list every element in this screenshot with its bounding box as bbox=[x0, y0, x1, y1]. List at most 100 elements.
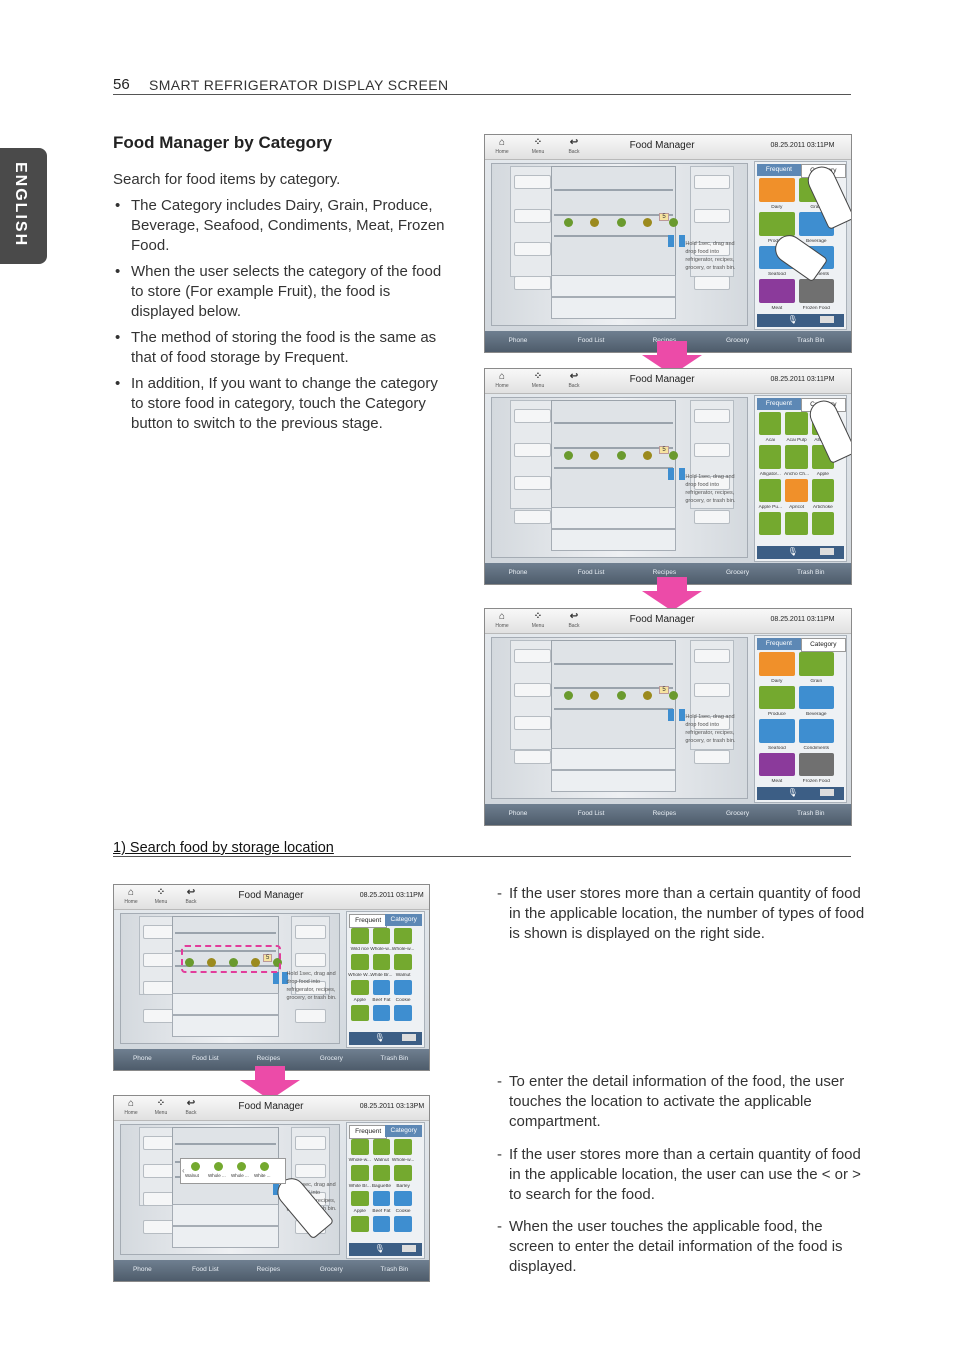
microphone-icon[interactable]: 🎙 bbox=[374, 1244, 385, 1253]
bottom-nav-2[interactable]: Recipes bbox=[652, 810, 677, 817]
food-category-item[interactable]: Whole-w... bbox=[370, 928, 393, 952]
bottom-nav-1[interactable]: Food List bbox=[577, 337, 605, 344]
main-compartment[interactable]: 5 bbox=[171, 916, 282, 995]
bottom-nav-3[interactable]: Grocery bbox=[319, 1266, 343, 1273]
food-category-item[interactable] bbox=[394, 1005, 412, 1029]
back-button[interactable]: ↩Back bbox=[176, 886, 206, 905]
right-door[interactable] bbox=[689, 640, 735, 764]
home-button[interactable]: ⌂Home bbox=[116, 1097, 146, 1116]
bottom-nav-0[interactable]: Phone bbox=[508, 810, 528, 817]
freezer-drawer[interactable] bbox=[171, 1015, 280, 1037]
right-door[interactable] bbox=[291, 916, 330, 1023]
food-category-item[interactable]: Alligator... bbox=[759, 445, 782, 477]
left-door[interactable] bbox=[510, 400, 555, 524]
food-item-icon[interactable] bbox=[250, 958, 260, 968]
food-category-item[interactable]: Beverage bbox=[798, 685, 834, 717]
food-item-icon[interactable] bbox=[206, 958, 216, 968]
home-button[interactable]: ⌂Home bbox=[116, 886, 146, 905]
home-button[interactable]: ⌂Home bbox=[487, 370, 517, 389]
back-button[interactable]: ↩Back bbox=[559, 370, 589, 389]
microphone-icon[interactable]: 🎙 bbox=[374, 1033, 385, 1042]
tab-category[interactable]: Category bbox=[385, 914, 422, 926]
food-category-item[interactable]: Walnut bbox=[372, 1139, 391, 1163]
bottom-nav-1[interactable]: Food List bbox=[577, 810, 605, 817]
prev-arrow-icon[interactable]: ‹ bbox=[182, 1166, 185, 1175]
tab-frequent[interactable]: Frequent bbox=[348, 914, 388, 928]
microphone-icon[interactable]: 🎙 bbox=[787, 547, 798, 556]
food-category-item[interactable]: Grain bbox=[798, 652, 834, 684]
food-item-icon[interactable] bbox=[191, 1162, 200, 1171]
food-item-icon[interactable] bbox=[616, 451, 626, 461]
food-category-item[interactable]: Wild rice bbox=[351, 928, 369, 952]
food-item-icon[interactable] bbox=[590, 691, 600, 701]
freezer-drawer[interactable] bbox=[550, 275, 676, 297]
food-category-item[interactable]: Cookie bbox=[394, 979, 412, 1003]
food-category-item[interactable]: Meat bbox=[759, 752, 795, 784]
food-category-item[interactable]: White Br... bbox=[349, 1164, 371, 1189]
food-category-item[interactable] bbox=[372, 1005, 391, 1029]
freezer-drawer[interactable] bbox=[171, 993, 280, 1015]
food-category-item[interactable]: Whole-w... bbox=[392, 928, 414, 952]
menu-button[interactable]: ⁘Menu bbox=[146, 886, 176, 905]
bottom-nav-3[interactable]: Grocery bbox=[725, 810, 750, 817]
bottom-nav-4[interactable]: Trash Bin bbox=[796, 337, 825, 344]
food-item-icon[interactable] bbox=[616, 217, 626, 227]
freezer-drawer[interactable] bbox=[550, 529, 676, 551]
bottom-nav-0[interactable]: Phone bbox=[508, 569, 528, 576]
keyboard-icon[interactable] bbox=[819, 789, 834, 796]
food-category-item[interactable]: Acai bbox=[759, 412, 782, 443]
food-category-item[interactable] bbox=[759, 511, 782, 543]
freezer-drawer[interactable] bbox=[171, 1204, 280, 1226]
food-category-item[interactable] bbox=[785, 511, 808, 543]
back-button[interactable]: ↩Back bbox=[559, 136, 589, 155]
food-category-item[interactable]: Whole-w... bbox=[349, 1139, 371, 1163]
food-item-icon[interactable] bbox=[184, 958, 194, 968]
food-category-item[interactable]: White Br... bbox=[370, 953, 393, 978]
bottom-nav-3[interactable]: Grocery bbox=[319, 1055, 343, 1062]
menu-button[interactable]: ⁘Menu bbox=[146, 1097, 176, 1116]
food-item-icon[interactable] bbox=[272, 958, 282, 968]
food-category-item[interactable]: Seafood bbox=[759, 719, 795, 751]
tab-category[interactable]: Category bbox=[800, 638, 846, 652]
bottom-nav-3[interactable]: Grocery bbox=[725, 337, 750, 344]
bottom-nav-4[interactable]: Trash Bin bbox=[796, 810, 825, 817]
food-item-icon[interactable] bbox=[563, 217, 573, 227]
bottom-nav-2[interactable]: Recipes bbox=[652, 337, 677, 344]
microphone-icon[interactable]: 🎙 bbox=[787, 315, 798, 324]
menu-button[interactable]: ⁘Menu bbox=[523, 136, 553, 155]
food-category-item[interactable]: Cookie bbox=[394, 1190, 412, 1214]
food-category-item[interactable]: Baguette bbox=[372, 1164, 391, 1189]
food-item-icon[interactable] bbox=[214, 1162, 223, 1171]
food-category-item[interactable]: Barley bbox=[394, 1164, 412, 1189]
food-category-item[interactable]: Apple bbox=[350, 979, 369, 1003]
food-category-item[interactable] bbox=[350, 1005, 369, 1029]
food-category-item[interactable] bbox=[350, 1216, 369, 1240]
food-category-item[interactable]: Beef Fat bbox=[372, 979, 391, 1003]
food-item-icon[interactable] bbox=[590, 217, 600, 227]
bottom-nav-0[interactable]: Phone bbox=[132, 1055, 152, 1062]
bottom-nav-2[interactable]: Recipes bbox=[652, 569, 677, 576]
bottom-nav-4[interactable]: Trash Bin bbox=[796, 569, 825, 576]
home-button[interactable]: ⌂Home bbox=[487, 136, 517, 155]
food-category-item[interactable]: Walnut bbox=[394, 953, 412, 978]
keyboard-icon[interactable] bbox=[401, 1245, 416, 1252]
left-door[interactable] bbox=[510, 166, 555, 290]
food-item-icon[interactable] bbox=[669, 691, 679, 701]
food-category-item[interactable]: Meat bbox=[759, 279, 795, 311]
food-item-icon[interactable] bbox=[260, 1162, 269, 1171]
food-category-item[interactable] bbox=[811, 511, 834, 543]
food-item-icon[interactable] bbox=[642, 691, 652, 701]
home-button[interactable]: ⌂Home bbox=[487, 610, 517, 629]
food-category-item[interactable]: Produce bbox=[759, 685, 795, 717]
food-category-item[interactable]: Frozen Food bbox=[798, 752, 834, 784]
freezer-drawer[interactable] bbox=[550, 748, 676, 770]
food-category-item[interactable]: Apricot bbox=[785, 478, 808, 510]
food-category-item[interactable]: Whole-w... bbox=[392, 1139, 414, 1163]
bottom-nav-1[interactable]: Food List bbox=[577, 569, 605, 576]
food-category-item[interactable]: Artichoke bbox=[811, 478, 834, 510]
food-item-icon[interactable] bbox=[228, 958, 238, 968]
left-door[interactable] bbox=[510, 640, 555, 764]
keyboard-icon[interactable] bbox=[401, 1034, 416, 1041]
food-category-item[interactable]: Dairy bbox=[759, 178, 795, 210]
